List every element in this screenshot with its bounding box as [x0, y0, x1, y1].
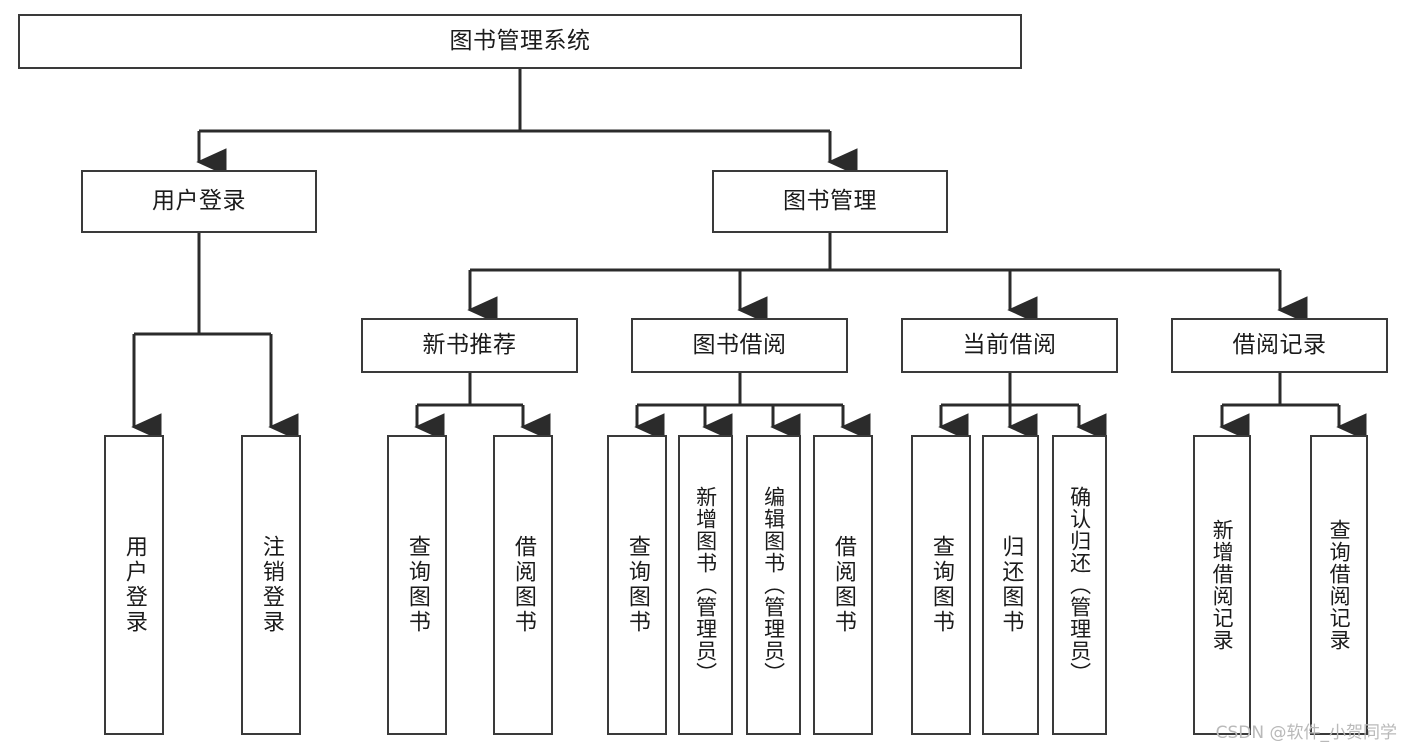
- node-leaf-query-book-1[interactable]: 查询图书: [387, 435, 447, 735]
- node-leaf-user-login-label: 用户登录: [121, 535, 147, 635]
- node-user-login-label: 用户登录: [152, 187, 246, 214]
- node-root[interactable]: 图书管理系统: [18, 14, 1022, 69]
- node-leaf-borrow-book-1-label: 借阅图书: [510, 535, 536, 635]
- node-leaf-confirm-return-label: 确认归还（管理员）: [1067, 486, 1092, 684]
- node-borrow-record[interactable]: 借阅记录: [1171, 318, 1388, 373]
- node-leaf-edit-book[interactable]: 编辑图书（管理员）: [746, 435, 801, 735]
- node-current-borrow-label: 当前借阅: [962, 331, 1057, 358]
- csdn-watermark: CSDN @软件_小贺同学: [1215, 723, 1397, 743]
- node-leaf-borrow-book-2-label: 借阅图书: [830, 535, 856, 635]
- node-leaf-add-book-label: 新增图书（管理员）: [693, 486, 718, 684]
- node-borrow-record-label: 借阅记录: [1232, 331, 1327, 358]
- node-root-label: 图书管理系统: [449, 27, 591, 54]
- node-leaf-query-record-label: 查询借阅记录: [1327, 519, 1352, 651]
- node-leaf-query-book-3-label: 查询图书: [928, 535, 954, 635]
- node-new-book-recommend[interactable]: 新书推荐: [361, 318, 578, 373]
- node-leaf-add-book[interactable]: 新增图书（管理员）: [678, 435, 733, 735]
- node-leaf-borrow-book-1[interactable]: 借阅图书: [493, 435, 553, 735]
- node-leaf-return-book[interactable]: 归还图书: [982, 435, 1039, 735]
- node-leaf-confirm-return[interactable]: 确认归还（管理员）: [1052, 435, 1107, 735]
- node-leaf-query-book-1-label: 查询图书: [404, 535, 430, 635]
- node-leaf-logout-login-label: 注销登录: [258, 535, 284, 635]
- node-leaf-edit-book-label: 编辑图书（管理员）: [761, 486, 786, 684]
- node-book-manage-label: 图书管理: [783, 187, 877, 214]
- node-leaf-add-record[interactable]: 新增借阅记录: [1193, 435, 1251, 735]
- node-leaf-logout-login[interactable]: 注销登录: [241, 435, 301, 735]
- node-book-borrow-label: 图书借阅: [692, 331, 787, 358]
- node-book-manage[interactable]: 图书管理: [712, 170, 948, 233]
- node-leaf-query-book-2[interactable]: 查询图书: [607, 435, 667, 735]
- node-leaf-query-book-3[interactable]: 查询图书: [911, 435, 971, 735]
- node-current-borrow[interactable]: 当前借阅: [901, 318, 1118, 373]
- node-book-borrow[interactable]: 图书借阅: [631, 318, 848, 373]
- node-leaf-user-login[interactable]: 用户登录: [104, 435, 164, 735]
- node-leaf-borrow-book-2[interactable]: 借阅图书: [813, 435, 873, 735]
- node-leaf-return-book-label: 归还图书: [998, 535, 1024, 635]
- node-leaf-query-book-2-label: 查询图书: [624, 535, 650, 635]
- node-new-book-recommend-label: 新书推荐: [422, 331, 517, 358]
- node-user-login[interactable]: 用户登录: [81, 170, 317, 233]
- node-leaf-add-record-label: 新增借阅记录: [1210, 519, 1235, 651]
- node-leaf-query-record[interactable]: 查询借阅记录: [1310, 435, 1368, 735]
